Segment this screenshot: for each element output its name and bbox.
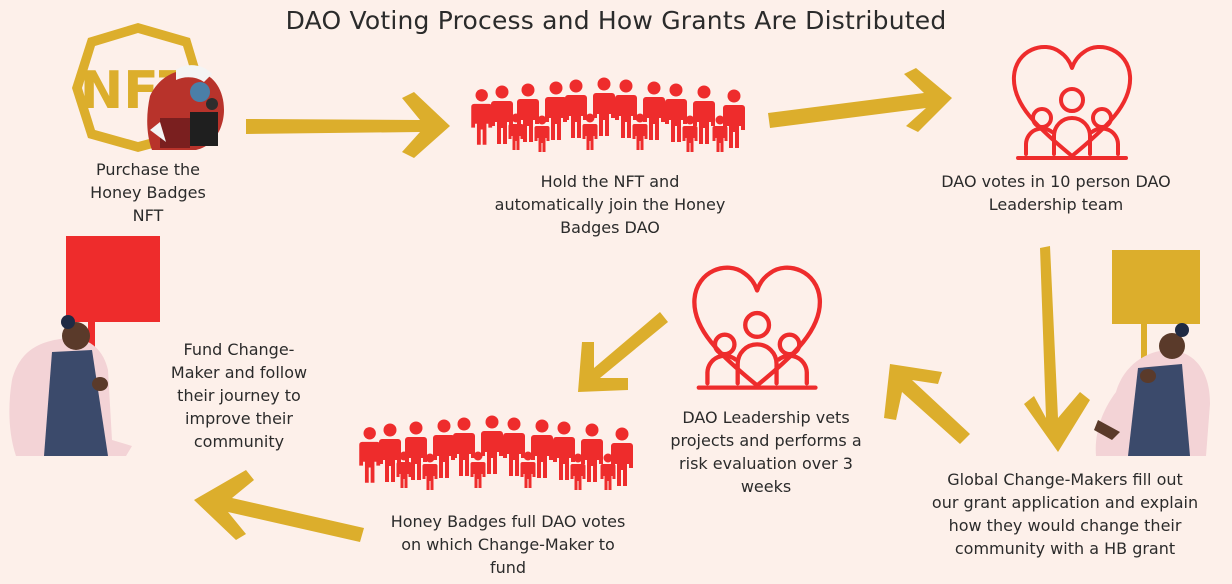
step-7-line: Maker and follow xyxy=(170,363,308,382)
arrow-2 xyxy=(768,68,952,132)
step-4-line: Global Change-Makers fill out xyxy=(947,470,1183,489)
step-4-caption: Global Change-Makers fill out our grant … xyxy=(906,468,1224,560)
arrow-3 xyxy=(1024,246,1090,452)
step-3-caption: DAO votes in 10 person DAO Leadership te… xyxy=(912,170,1200,216)
diagram-title: DAO Voting Process and How Grants Are Di… xyxy=(285,6,947,35)
step-5-line: risk evaluation over 3 xyxy=(679,454,853,473)
step-1-caption: Purchase the Honey Badges NFT xyxy=(68,158,228,227)
arrow-5 xyxy=(578,312,668,392)
step-4-line: our grant application and explain xyxy=(931,493,1199,512)
step-2-line: Badges DAO xyxy=(560,218,660,237)
step-4-line: how they would change their xyxy=(948,516,1182,535)
protester-sign-icon xyxy=(1094,250,1210,456)
step-6-line: Honey Badges full DAO votes xyxy=(390,512,626,531)
heart-family-icon xyxy=(1011,44,1133,160)
step-7-caption: Fund Change- Maker and follow their jour… xyxy=(152,338,326,453)
step-3-line: DAO votes in 10 person DAO xyxy=(941,172,1171,191)
arrow-4 xyxy=(884,364,970,444)
step-6-caption: Honey Badges full DAO votes on which Cha… xyxy=(366,510,650,579)
step-1-line: Purchase the xyxy=(96,160,200,179)
arrow-6 xyxy=(194,470,364,542)
step-6-line: fund xyxy=(489,558,527,577)
arrow-1 xyxy=(246,92,450,158)
step-5-line: DAO Leadership vets xyxy=(682,408,850,427)
nft-hexagon-logo: NFT xyxy=(72,23,224,152)
step-3-line: Leadership team xyxy=(988,195,1124,214)
protester-sign-icon xyxy=(9,236,160,456)
step-6-line: on which Change-Maker to xyxy=(401,535,615,554)
step-7-line: improve their xyxy=(185,409,293,428)
step-7-line: community xyxy=(193,432,285,451)
heart-family-icon xyxy=(694,268,820,388)
step-5-line: projects and performs a xyxy=(670,431,862,450)
step-2-line: Hold the NFT and xyxy=(540,172,680,191)
step-1-line: Honey Badges xyxy=(90,183,206,202)
step-2-caption: Hold the NFT and automatically join the … xyxy=(460,170,760,239)
step-5-line: weeks xyxy=(740,477,792,496)
step-5-caption: DAO Leadership vets projects and perform… xyxy=(650,406,882,498)
step-4-line: community with a HB grant xyxy=(954,539,1176,558)
crowd-icon xyxy=(359,416,633,491)
flow-arrows xyxy=(194,68,1090,542)
step-7-line: Fund Change- xyxy=(183,340,295,359)
step-1-line: NFT xyxy=(132,206,164,225)
step-2-line: automatically join the Honey xyxy=(494,195,726,214)
step-7-line: their journey to xyxy=(177,386,301,405)
crowd-icon xyxy=(471,78,745,153)
